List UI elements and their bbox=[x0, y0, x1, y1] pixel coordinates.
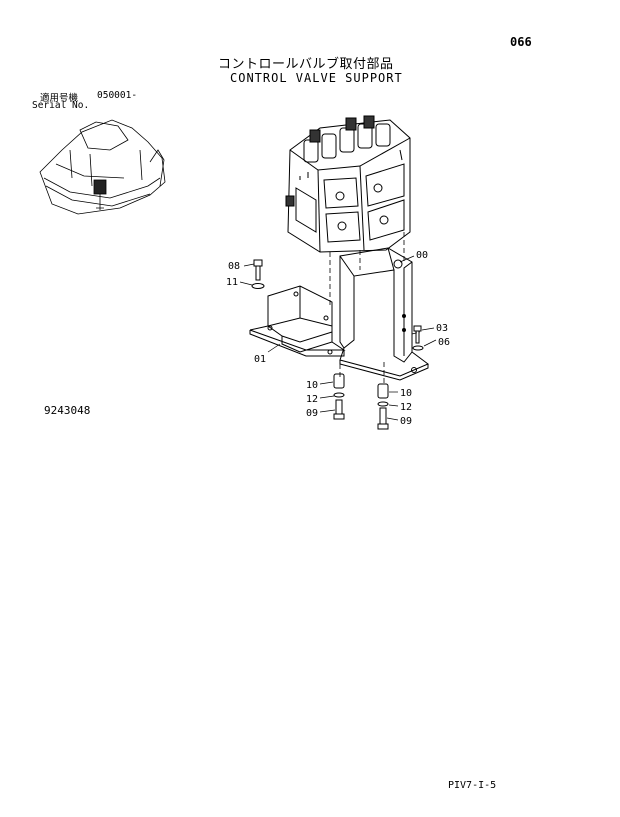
serial-label-english: Serial No. bbox=[32, 100, 90, 111]
support-block bbox=[249, 285, 346, 357]
callout-12-left: 12 bbox=[306, 394, 318, 405]
bolt-08 bbox=[251, 259, 265, 289]
callout-10-left: 10 bbox=[306, 380, 318, 391]
callout-10-right: 10 bbox=[400, 388, 412, 399]
page-number: 066 bbox=[510, 35, 532, 49]
bolt-03 bbox=[412, 325, 424, 351]
callout-labels: 00 08 11 01 03 06 10 12 09 10 12 09 bbox=[226, 250, 450, 427]
page-title-japanese: コントロールバルブ取付部品 bbox=[218, 57, 394, 72]
leader-lines bbox=[239, 255, 437, 421]
callout-03: 03 bbox=[436, 323, 448, 334]
callout-00: 00 bbox=[416, 250, 428, 261]
control-valve bbox=[285, 115, 411, 253]
page-title-english: CONTROL VALVE SUPPORT bbox=[230, 71, 403, 85]
bracket bbox=[339, 247, 429, 381]
callout-12-right: 12 bbox=[400, 402, 412, 413]
fastener-stack-left bbox=[333, 373, 345, 420]
footer-page-code: PIV7-I-5 bbox=[448, 780, 497, 791]
fastener-stack-right bbox=[377, 383, 389, 430]
serial-range: 050001- bbox=[97, 90, 138, 101]
callout-01: 01 bbox=[254, 354, 266, 365]
callout-09-left: 09 bbox=[306, 408, 318, 419]
callout-06: 06 bbox=[438, 337, 450, 348]
callout-11: 11 bbox=[226, 277, 238, 288]
drawing-number: 9243048 bbox=[44, 404, 91, 417]
callout-08: 08 bbox=[228, 261, 240, 272]
machine-thumbnail bbox=[39, 119, 166, 215]
serial-label-japanese: 適用号機 bbox=[40, 93, 79, 104]
callout-09-right: 09 bbox=[400, 416, 412, 427]
